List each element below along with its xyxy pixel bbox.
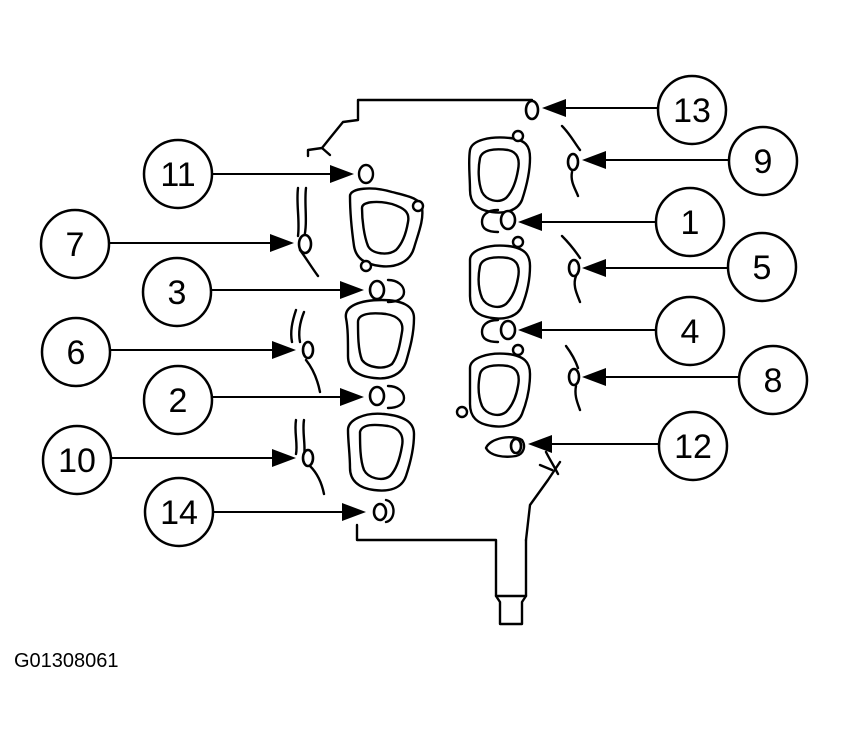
leaders xyxy=(110,99,740,521)
callout-2-label: 2 xyxy=(169,382,188,420)
callout-7: 7 xyxy=(39,208,111,280)
callout-3: 3 xyxy=(141,256,213,328)
callout-6: 6 xyxy=(40,316,112,388)
callout-8-label: 8 xyxy=(764,362,783,400)
bolts xyxy=(297,99,581,524)
left-intake-ports xyxy=(344,187,425,492)
callout-13-label: 13 xyxy=(673,92,711,130)
callout-4: 4 xyxy=(654,295,726,367)
callout-2: 2 xyxy=(142,364,214,436)
bolt-8 xyxy=(567,367,581,387)
callout-11: 11 xyxy=(142,138,214,210)
port-left-2 xyxy=(344,298,416,380)
callout-5-label: 5 xyxy=(753,249,772,287)
callout-6-label: 6 xyxy=(67,334,86,372)
bolt-1 xyxy=(499,209,517,231)
bolt-6 xyxy=(301,340,315,360)
callout-10: 10 xyxy=(41,424,113,496)
bolt-3 xyxy=(368,279,386,301)
bolt-11 xyxy=(357,163,375,185)
bolt-4 xyxy=(499,319,517,341)
callout-3-label: 3 xyxy=(168,274,187,312)
callout-7-label: 7 xyxy=(66,226,85,264)
bolt-5 xyxy=(567,258,581,278)
callout-4-label: 4 xyxy=(681,313,700,351)
port-right-2 xyxy=(468,244,532,320)
callout-5: 5 xyxy=(726,231,798,303)
right-intake-ports xyxy=(455,129,532,428)
bolt-14 xyxy=(372,502,388,522)
bolt-13 xyxy=(524,99,540,121)
figure-id: G01308061 xyxy=(14,650,119,672)
manifold-outline xyxy=(306,98,562,626)
callout-14: 14 xyxy=(143,476,215,548)
bolt-9 xyxy=(566,152,580,172)
port-left-1 xyxy=(348,187,424,268)
callout-8: 8 xyxy=(737,344,809,416)
bolt-2 xyxy=(368,385,386,407)
bolt-10 xyxy=(301,448,315,468)
callout-9-label: 9 xyxy=(754,143,773,181)
callout-11-label: 11 xyxy=(160,156,195,194)
callout-9: 9 xyxy=(727,125,799,197)
callout-1: 1 xyxy=(654,186,726,258)
callout-13: 13 xyxy=(656,74,728,146)
callout-1-label: 1 xyxy=(681,204,700,242)
bolt-12 xyxy=(509,437,523,455)
callout-14-label: 14 xyxy=(160,494,198,532)
callout-10-label: 10 xyxy=(58,442,96,480)
port-right-3 xyxy=(468,352,532,428)
callout-12: 12 xyxy=(657,410,729,482)
bolt-7 xyxy=(297,233,313,255)
callout-12-label: 12 xyxy=(674,428,712,466)
